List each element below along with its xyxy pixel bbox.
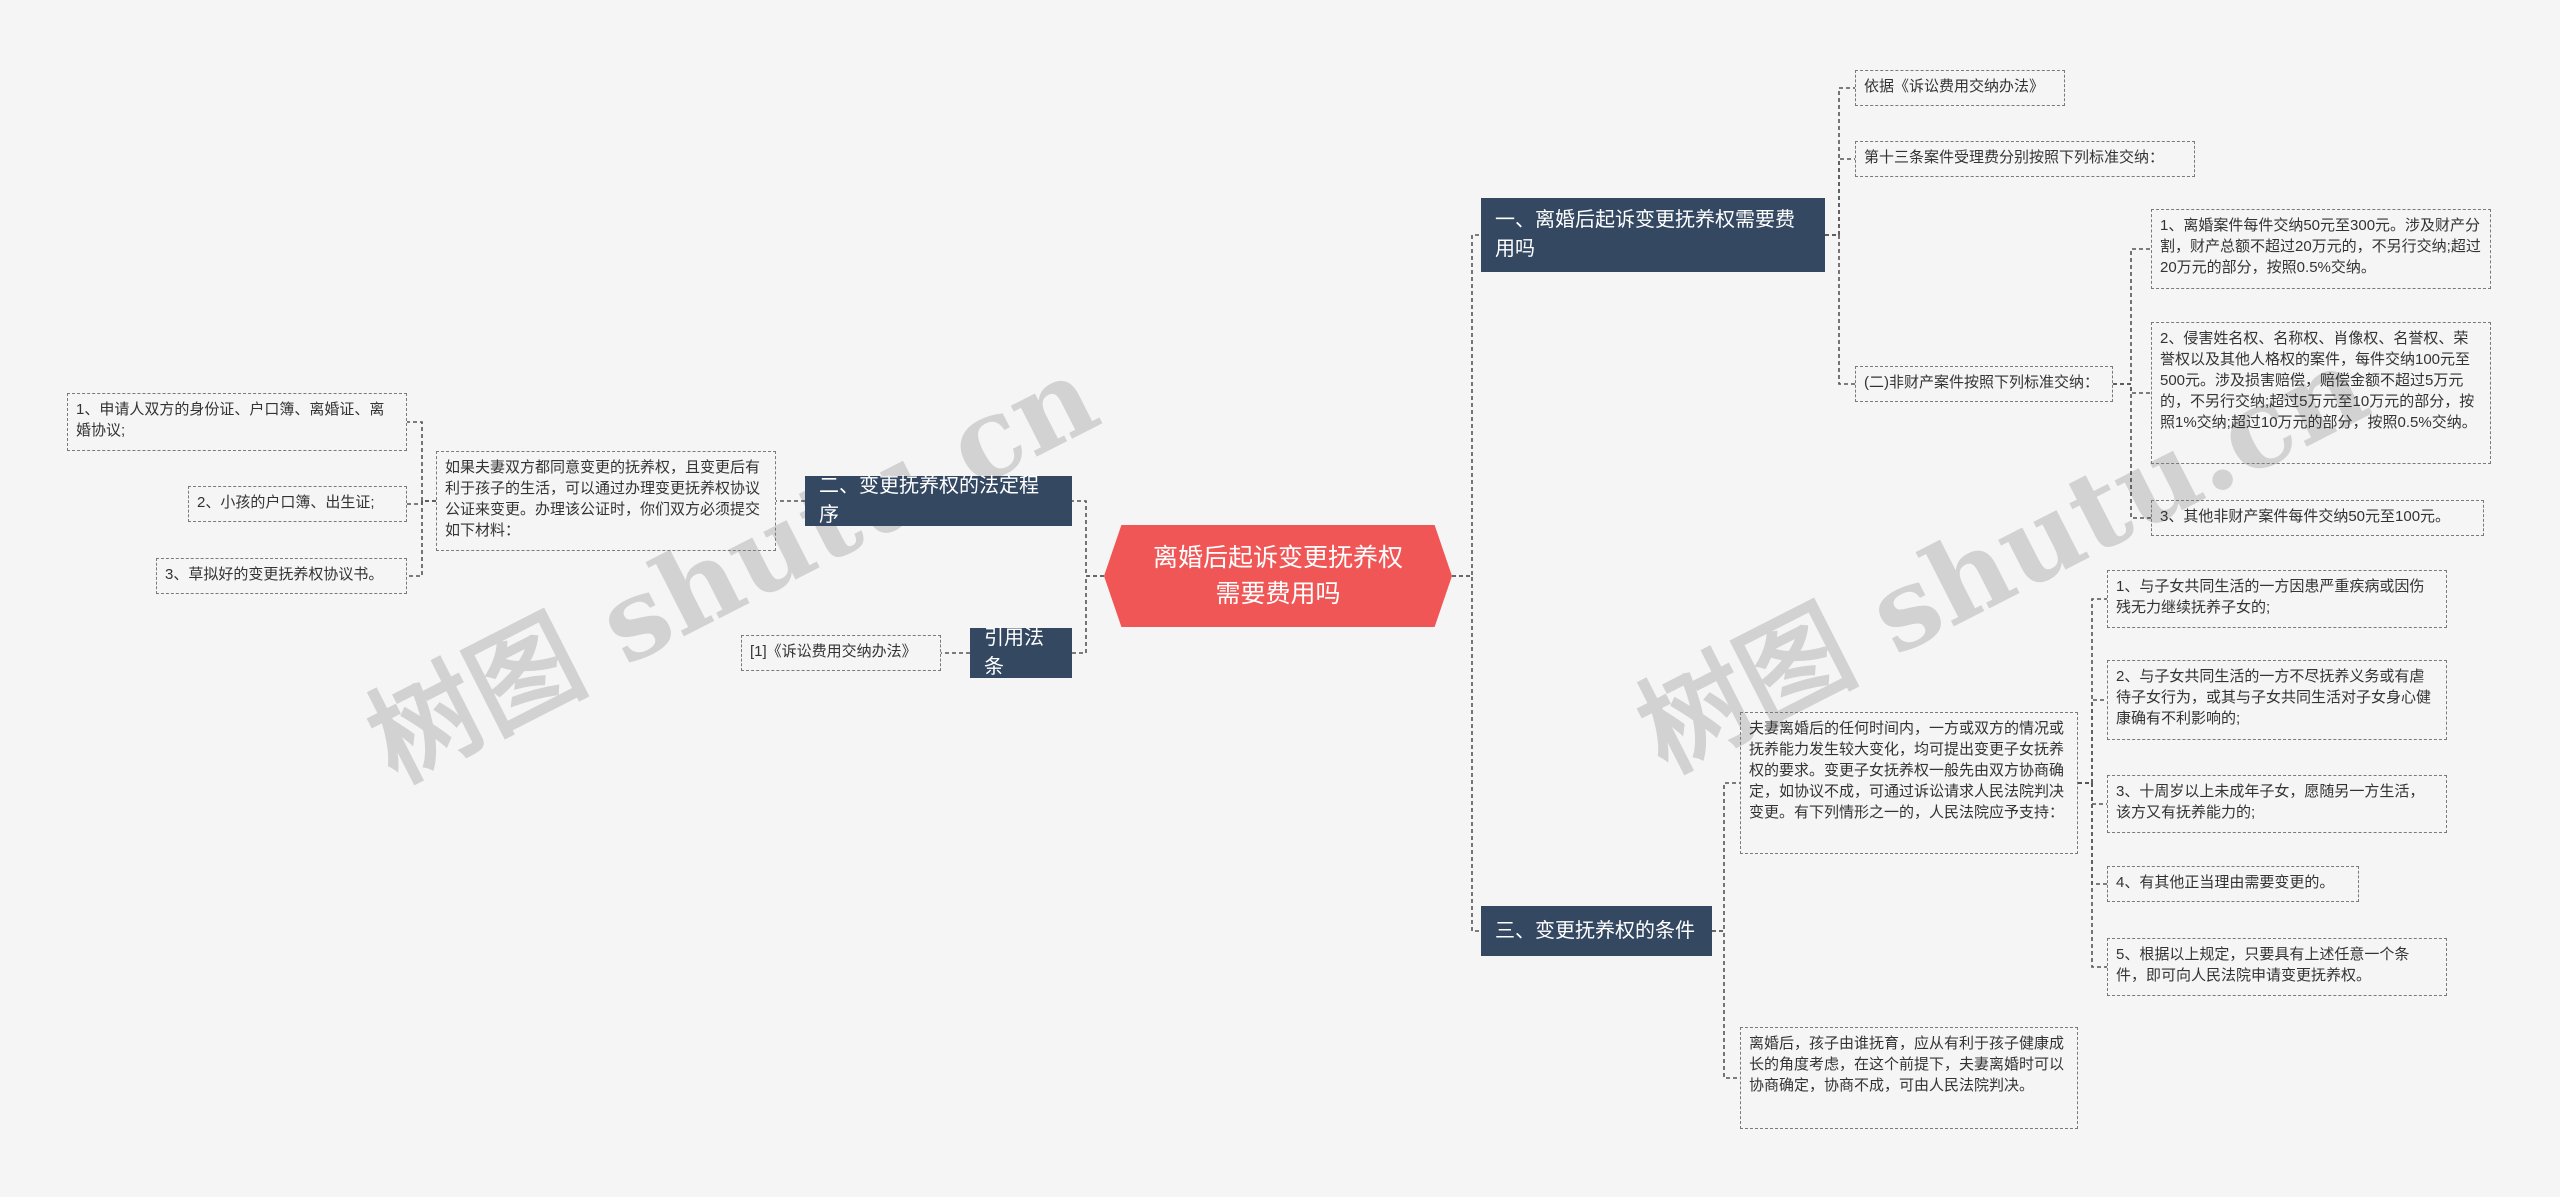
leaf-custody-note[interactable]: 离婚后，孩子由谁抚育，应从有利于孩子健康成长的角度考虑，在这个前提下，夫妻离婚时… <box>1740 1027 2078 1129</box>
edge-b2 <box>1072 500 1104 577</box>
leaf-cited-regulation[interactable]: [1]《诉讼费用交纳办法》 <box>741 635 941 671</box>
branch-legal-procedure[interactable]: 二、变更抚养权的法定程序 <box>805 475 1072 526</box>
leaf-procedure-intro[interactable]: 如果夫妻双方都同意变更的抚养权，且变更后有利于孩子的生活，可以通过办理变更抚养权… <box>436 451 776 551</box>
branch-conditions[interactable]: 三、变更抚养权的条件 <box>1481 906 1712 956</box>
leaf-material-3[interactable]: 3、草拟好的变更抚养权协议书。 <box>156 558 407 594</box>
leaf-divorce-fee[interactable]: 1、离婚案件每件交纳50元至300元。涉及财产分割，财产总额不超过20万元的，不… <box>2151 209 2491 289</box>
edge-b2-m1 <box>407 421 436 502</box>
leaf-condition-2[interactable]: 2、与子女共同生活的一方不尽抚养义务或有虐待子女行为，或其与子女共同生活对子女身… <box>2107 660 2447 740</box>
edge-b1-l3b <box>2113 383 2151 394</box>
edge-b3-c5 <box>2078 782 2107 968</box>
edge-b3-c1 <box>2078 598 2107 784</box>
leaf-material-2[interactable]: 2、小孩的户口簿、出生证; <box>188 486 407 522</box>
leaf-article-13[interactable]: 第十三条案件受理费分别按照下列标准交纳： <box>1855 141 2195 177</box>
leaf-condition-5[interactable]: 5、根据以上规定，只要具有上述任意一个条件，即可向人民法院申请变更抚养权。 <box>2107 938 2447 996</box>
edge-b1-l3 <box>1825 234 1855 385</box>
edge-b1-l3a <box>2113 248 2151 385</box>
central-topic[interactable]: 离婚后起诉变更抚养权需要费用吗 <box>1104 525 1452 627</box>
leaf-conditions-intro[interactable]: 夫妻离婚后的任何时间内，一方或双方的情况或抚养能力发生较大变化，均可提出变更子女… <box>1740 712 2078 854</box>
leaf-condition-4[interactable]: 4、有其他正当理由需要变更的。 <box>2107 866 2359 902</box>
edge-b1-l2 <box>1825 158 1855 236</box>
edge-b1 <box>1452 234 1481 577</box>
edge-b1-l3c <box>2113 383 2151 519</box>
leaf-other-fee[interactable]: 3、其他非财产案件每件交纳50元至100元。 <box>2151 500 2484 536</box>
leaf-non-property-cases[interactable]: (二)非财产案件按照下列标准交纳： <box>1855 366 2113 402</box>
edge-b3-note <box>1712 930 1740 1079</box>
edge-b1-l1 <box>1825 87 1855 236</box>
edge-b3-c2 <box>2078 699 2107 784</box>
branch-cited-law[interactable]: 引用法条 <box>970 627 1072 678</box>
edge-b3 <box>1452 575 1481 932</box>
leaf-condition-1[interactable]: 1、与子女共同生活的一方因患严重疾病或因伤残无力继续抚养子女的; <box>2107 570 2447 628</box>
edge-b4 <box>1072 575 1104 654</box>
leaf-material-1[interactable]: 1、申请人双方的身份证、户口簿、离婚证、离婚协议; <box>67 393 407 451</box>
edge-b3-intro <box>1712 782 1740 932</box>
edge-b2-m3 <box>407 500 436 577</box>
leaf-personality-rights-fee[interactable]: 2、侵害姓名权、名称权、肖像权、名誉权、荣誉权以及其他人格权的案件，每件交纳10… <box>2151 322 2491 464</box>
leaf-fee-regulation[interactable]: 依据《诉讼费用交纳办法》 <box>1855 70 2065 106</box>
branch-fee-question[interactable]: 一、离婚后起诉变更抚养权需要费用吗 <box>1481 198 1825 272</box>
leaf-condition-3[interactable]: 3、十周岁以上未成年子女，愿随另一方生活，该方又有抚养能力的; <box>2107 775 2447 833</box>
